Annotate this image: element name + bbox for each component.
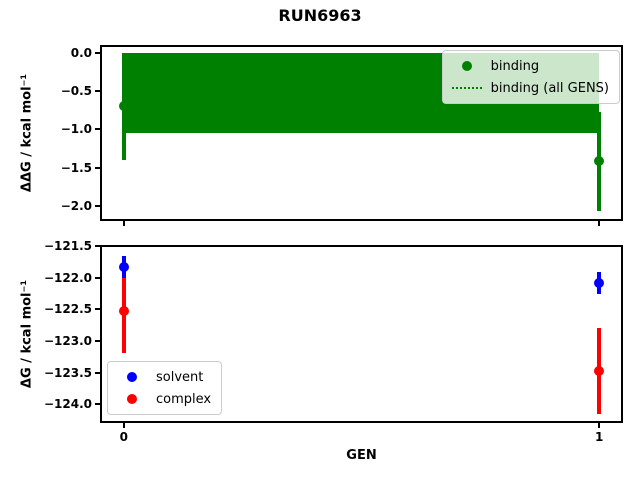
- x-tick-mark: [122, 423, 125, 428]
- data-point-solvent: [594, 277, 605, 288]
- y-tick-mark: [95, 52, 100, 55]
- bottom-y-axis-label: ΔG / kcal mol⁻¹: [19, 279, 35, 389]
- legend-dot-icon: [116, 394, 148, 404]
- dot-glyph: [461, 61, 472, 71]
- x-tick-label: 1: [595, 430, 604, 444]
- legend-label: complex: [156, 391, 212, 407]
- legend-entry-binding: binding: [451, 56, 609, 76]
- axis-spine: [100, 245, 102, 423]
- x-tick-mark: [598, 221, 601, 226]
- legend-label: binding: [490, 58, 540, 74]
- y-tick-label: −2.0: [60, 198, 92, 213]
- axis-spine: [100, 45, 102, 221]
- top-plot-axes: 0.0 −0.5 −1.0 −1.5 −2.0 binding binding (all G…: [61, 45, 623, 226]
- legend-label: solvent: [156, 369, 204, 385]
- y-tick-label: −123.0: [43, 333, 92, 348]
- bottom-plot-axes: −121.5 −122.0 −122.5 −123.0 −123.5 −124.0 0 1 so…: [44, 239, 623, 444]
- axis-spine: [100, 421, 623, 423]
- y-tick-label: −1.5: [60, 160, 92, 175]
- figure-title: RUN6963: [278, 6, 362, 25]
- x-axis-label: GEN: [346, 448, 377, 463]
- y-tick-mark: [95, 339, 100, 342]
- dotted-line-glyph: [451, 87, 482, 89]
- y-tick-label: 0.0: [70, 46, 92, 61]
- y-tick-label: −124.0: [43, 397, 92, 412]
- axis-spine: [621, 245, 623, 423]
- y-tick-mark: [95, 204, 100, 207]
- y-tick-label: −121.5: [43, 239, 92, 254]
- data-point-complex: [594, 366, 605, 377]
- axis-spine: [621, 45, 623, 221]
- legend-dotted-line-icon: [451, 87, 483, 89]
- legend-label: binding (all GENS): [490, 80, 609, 96]
- y-tick-label: −1.0: [60, 122, 92, 137]
- y-tick-mark: [95, 403, 100, 406]
- x-tick-mark: [598, 423, 601, 428]
- y-tick-mark: [95, 166, 100, 169]
- legend: solvent complex: [107, 361, 223, 415]
- axis-spine: [100, 45, 623, 47]
- legend-entry-binding-all-gens-: binding (all GENS): [451, 78, 609, 98]
- y-tick-label: −0.5: [60, 84, 92, 99]
- data-point-binding: [594, 156, 605, 167]
- y-tick-label: −122.5: [43, 302, 92, 317]
- x-tick-mark: [122, 221, 125, 226]
- legend-dot-icon: [116, 372, 148, 382]
- top-y-axis-label: ΔΔG / kcal mol⁻¹: [19, 73, 35, 193]
- x-tick-label: 0: [119, 430, 128, 444]
- axis-spine: [100, 245, 623, 247]
- y-tick-mark: [95, 245, 100, 248]
- y-tick-mark: [95, 90, 100, 93]
- y-tick-mark: [95, 276, 100, 279]
- dot-glyph: [127, 394, 137, 404]
- data-point-complex: [118, 306, 129, 317]
- y-tick-label: −122.0: [43, 270, 92, 285]
- y-tick-mark: [95, 371, 100, 374]
- legend-entry-solvent: solvent: [116, 367, 211, 387]
- axis-spine: [100, 219, 623, 221]
- legend: binding binding (all GENS): [441, 50, 620, 104]
- data-point-solvent: [118, 262, 129, 273]
- y-tick-mark: [95, 308, 100, 311]
- y-tick-mark: [95, 128, 100, 131]
- data-point-binding: [118, 101, 129, 112]
- y-tick-label: −123.5: [43, 365, 92, 380]
- legend-entry-complex: complex: [116, 389, 211, 409]
- legend-dot-icon: [451, 61, 483, 71]
- dot-glyph: [127, 372, 137, 382]
